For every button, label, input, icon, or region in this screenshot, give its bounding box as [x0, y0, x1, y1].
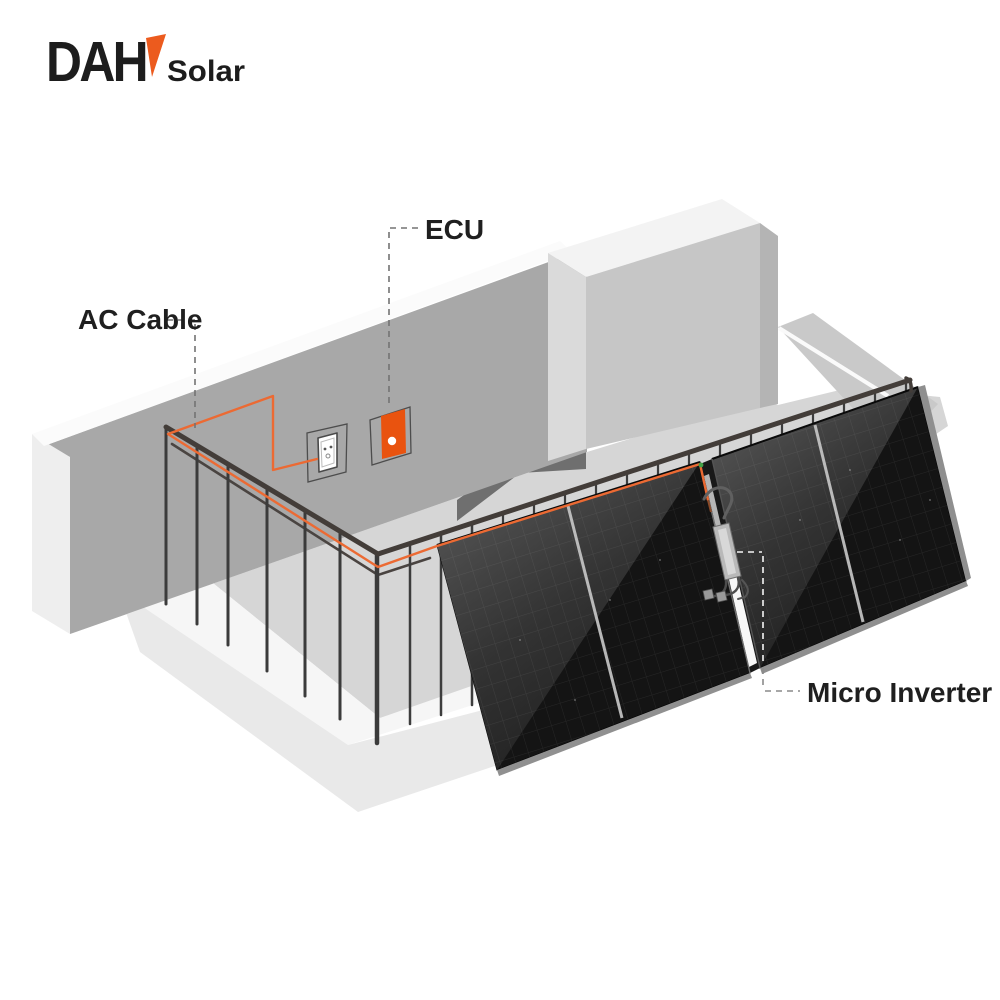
ac-cable-end: [707, 499, 712, 513]
logo-suffix-text: Solar: [167, 55, 245, 88]
ac-cable: [166, 394, 710, 569]
railing-top-rail: [163, 376, 913, 557]
micro-inverter-device: [702, 486, 749, 603]
cable-junction-dot: [698, 462, 704, 468]
pillar: [548, 199, 778, 461]
ac-cable-leader-line: [167, 319, 196, 428]
back-wall: [32, 241, 587, 634]
power-outlet: [306, 423, 348, 483]
micro-inverter-label: Micro Inverter: [807, 677, 992, 708]
panel-center-divider: [813, 424, 865, 623]
annotation-leaders: [167, 227, 800, 692]
floor-shadow-recess: [457, 452, 586, 521]
solar-panel-left: [436, 461, 752, 776]
logo-brand-text: DAH: [46, 30, 146, 94]
brand-logo: DAH Solar: [46, 30, 245, 94]
solar-panel-right: [711, 385, 971, 674]
ecu-device: [369, 406, 412, 466]
panel-glints: [519, 469, 931, 701]
ecu-leader-line: [388, 227, 419, 404]
logo-triangle-icon: [146, 34, 166, 77]
ac-cable-label: AC Cable: [78, 304, 202, 335]
ecu-label: ECU: [425, 214, 484, 245]
micro-inverter-leader-line: [737, 551, 800, 692]
panel-center-divider: [566, 505, 624, 719]
